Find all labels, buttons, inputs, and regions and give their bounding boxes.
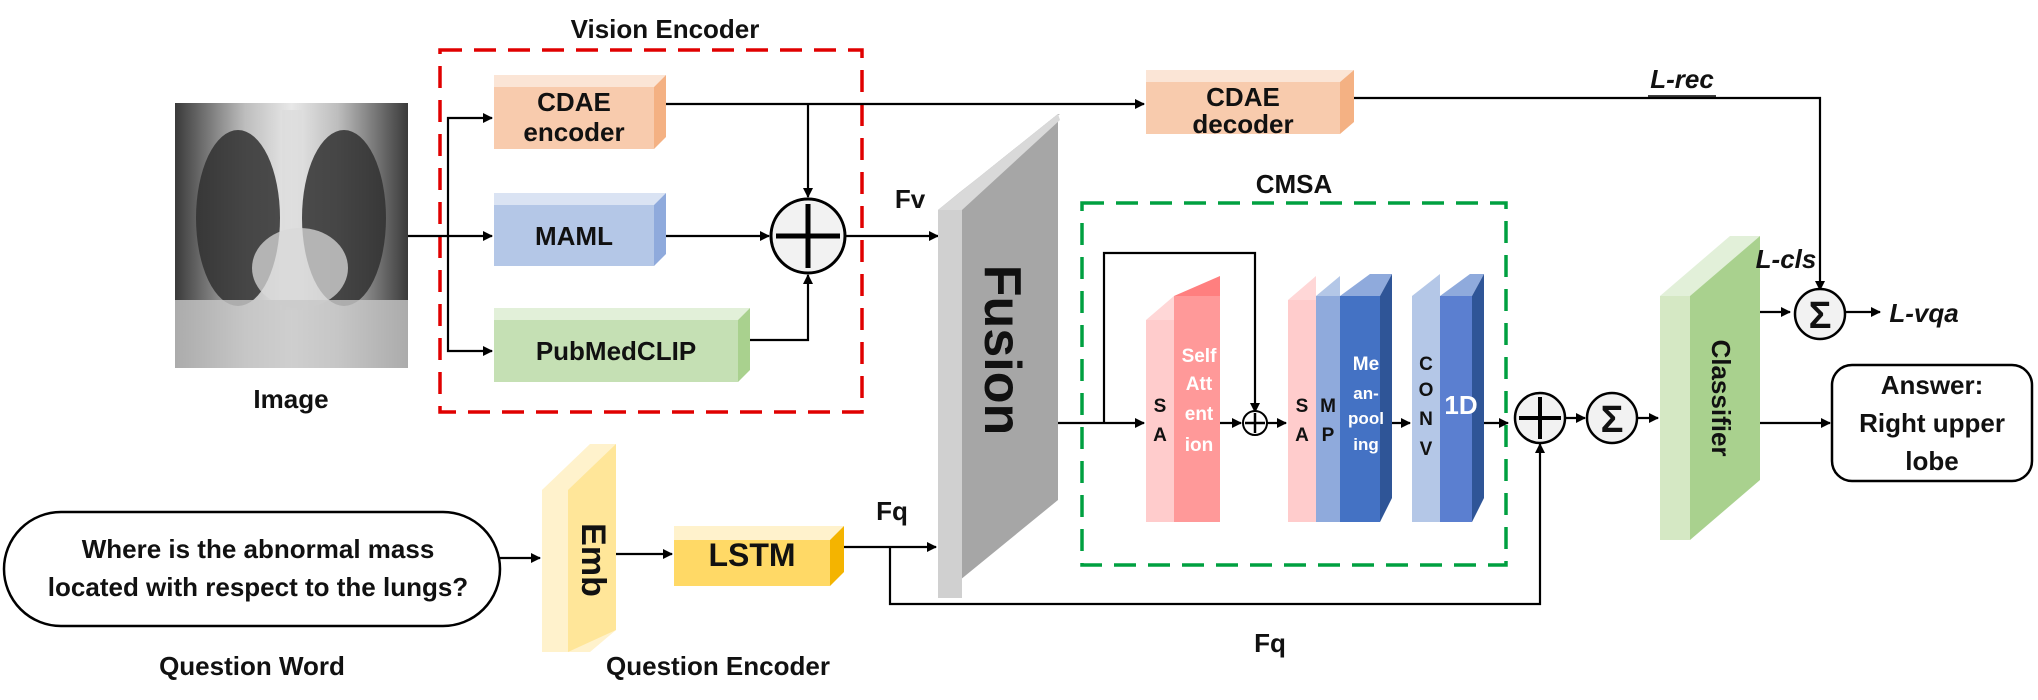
cdae-encoder-block <box>494 75 666 149</box>
pubmedclip-block <box>494 308 750 382</box>
answer-box <box>1830 363 2034 483</box>
conv-1d-label: 1D <box>1444 390 1477 420</box>
question-word-label: Question Word <box>159 651 345 681</box>
fusion-label: Fusion <box>973 265 1031 435</box>
chest-xray-image <box>175 103 408 368</box>
question-line-2: located with respect to the lungs? <box>48 572 468 602</box>
conv-o: O <box>1419 380 1434 401</box>
self-attention-line-3: ent <box>1185 404 1214 425</box>
cdae-decoder-label-1: CDAE <box>1206 82 1280 112</box>
question-line-1: Where is the abnormal mass <box>82 534 435 564</box>
sa2-block <box>1288 276 1316 522</box>
lrec-label: L-rec <box>1650 64 1714 94</box>
lvqa-label: L-vqa <box>1889 298 1958 328</box>
fv-label: Fv <box>895 184 926 214</box>
answer-line-1: Answer: <box>1881 370 1984 400</box>
sa1-a: A <box>1153 425 1167 446</box>
sa1-block <box>1146 296 1174 522</box>
mean-pooling-line-4: ing <box>1353 435 1379 454</box>
sa2-a: A <box>1295 425 1309 446</box>
lcls-label: L-cls <box>1756 244 1817 274</box>
lrec-arrow <box>1354 96 1825 291</box>
classifier-label: Classifier <box>1706 339 1736 456</box>
self-attention-line-1: Self <box>1182 346 1218 367</box>
self-attention-line-4: ion <box>1185 435 1214 456</box>
lstm-block <box>674 526 844 586</box>
cmsa-sum-node <box>1513 391 1567 445</box>
conv-block <box>1412 274 1440 522</box>
sigma-symbol: Σ <box>1601 399 1624 441</box>
mean-pooling-line-3: pool <box>1348 409 1384 428</box>
answer-line-3: lobe <box>1905 446 1958 476</box>
self-attention-line-2: Att <box>1186 374 1213 395</box>
vision-sum-node <box>769 197 847 275</box>
cmsa-label: CMSA <box>1256 169 1333 199</box>
answer-line-2: Right upper <box>1859 408 2005 438</box>
fq-bottom-label: Fq <box>1254 628 1286 658</box>
sa2-s: S <box>1296 396 1309 417</box>
mean-pooling-block <box>1340 274 1392 522</box>
mp-block <box>1316 276 1340 522</box>
cmsa-group <box>1080 201 1508 567</box>
mp-m: M <box>1320 396 1336 417</box>
self-attention-block <box>1174 276 1220 522</box>
question-encoder-label: Question Encoder <box>606 651 830 681</box>
cdae-decoder-label-2: decoder <box>1192 109 1293 139</box>
sa1-s: S <box>1154 396 1167 417</box>
conv-c: C <box>1419 354 1433 375</box>
question-arrows <box>500 443 1545 606</box>
loss-sigma-node <box>1793 287 1847 341</box>
cdae-decoder-block <box>1146 70 1354 134</box>
lstm-label: LSTM <box>708 537 795 573</box>
mean-pooling-line-2: an- <box>1353 384 1379 403</box>
pubmedclip-label: PubMedCLIP <box>536 336 696 366</box>
mp-p: P <box>1322 425 1335 446</box>
emb-block <box>542 444 616 652</box>
question-box <box>2 510 502 628</box>
image-label: Image <box>253 384 328 414</box>
mean-pooling-line-1: Me <box>1353 354 1379 375</box>
loss-sigma-symbol: Σ <box>1809 295 1832 337</box>
vision-encoder-group <box>438 48 864 414</box>
vision-arrows <box>408 99 1145 356</box>
maml-block <box>494 193 666 266</box>
cdae-encoder-label-2: encoder <box>523 117 624 147</box>
conv-1d-block <box>1440 274 1484 522</box>
residual-sum-node <box>1242 410 1268 436</box>
conv-v: V <box>1420 439 1433 460</box>
fusion-block <box>938 114 1060 598</box>
fq-top-label: Fq <box>876 496 908 526</box>
cdae-encoder-label-1: CDAE <box>537 87 611 117</box>
maml-label: MAML <box>535 221 613 251</box>
fusion-out-arrows <box>1058 251 1260 428</box>
emb-label: Emb <box>574 523 612 597</box>
classifier-block <box>1660 236 1760 540</box>
output-arrows <box>1565 307 1881 428</box>
vision-encoder-label: Vision Encoder <box>571 14 760 44</box>
conv-n: N <box>1419 409 1433 430</box>
